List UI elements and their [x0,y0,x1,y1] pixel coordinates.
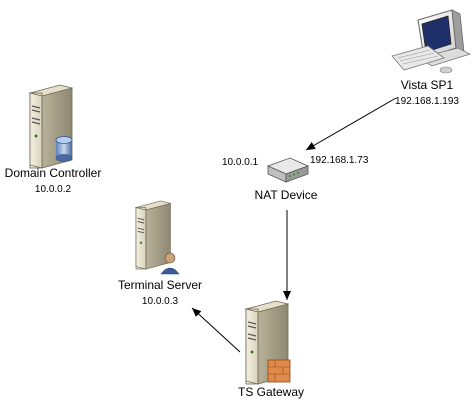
user-server-icon [135,200,180,275]
nat-external-ip: 192.168.1.73 [310,155,369,166]
domain-controller-ip: 10.0.0.2 [34,184,72,195]
terminal-server-label: Terminal Server [117,278,203,292]
database-server-icon [29,84,73,169]
domain-controller-label: Domain Controller [4,166,102,180]
connector-gateway-to-terminal [191,307,241,353]
nat-internal-ip: 10.0.0.1 [222,157,259,168]
connector-vista-to-nat [305,97,397,151]
terminal-server-ip: 10.0.0.3 [141,296,179,307]
router-icon [266,157,310,183]
nat-device-label: NAT Device [254,188,318,202]
vista-label: Vista SP1 [400,78,454,92]
vista-ip: 192.168.1.193 [395,96,459,107]
ts-gateway-label: TS Gateway [237,385,305,399]
firewall-server-icon [245,300,291,385]
computer-icon [391,9,472,74]
